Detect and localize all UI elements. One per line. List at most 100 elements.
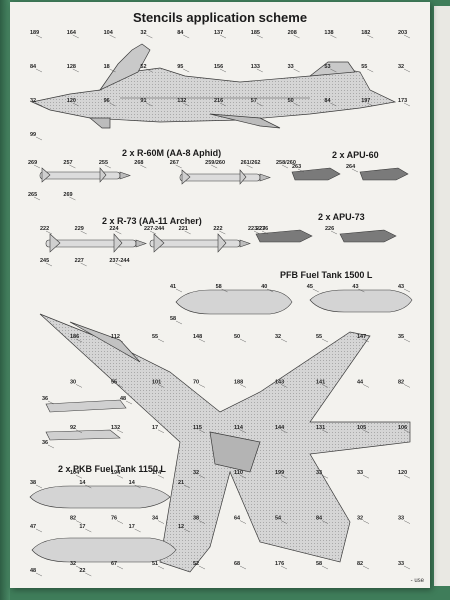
callout-number: 68 — [234, 561, 240, 567]
callout-leader — [362, 384, 370, 388]
callout-leader — [35, 102, 43, 107]
callout-leader — [321, 475, 329, 479]
callout-leader — [403, 338, 411, 343]
side-view-aircraft — [30, 43, 397, 129]
callout-number: 12 — [178, 524, 184, 530]
callout-number: 18 — [104, 64, 110, 70]
callout-leader — [198, 565, 206, 570]
callout-leader — [35, 484, 43, 489]
r73-missile-right — [149, 233, 251, 253]
callout-number: 64 — [234, 516, 241, 522]
callout-leader — [280, 429, 288, 433]
callout-leader — [35, 572, 43, 577]
callout-number: 264 — [346, 164, 356, 170]
callout-number: 84 — [30, 64, 37, 70]
callout-number: 38 — [30, 480, 36, 486]
callout-number: 32 — [357, 516, 363, 522]
callout-leader — [69, 196, 76, 201]
callout-leader — [403, 68, 411, 73]
callout-leader — [362, 520, 370, 524]
callout-number: 33 — [398, 516, 404, 522]
callout-number: 48 — [120, 396, 126, 402]
callout-leader — [219, 34, 227, 39]
callout-number: 33 — [357, 470, 363, 476]
callout-number: 255 — [99, 160, 108, 166]
callout-number: 17 — [152, 425, 158, 431]
callout-leader — [403, 475, 411, 479]
callout-leader — [85, 484, 92, 489]
section-label-pfb: PFB Fuel Tank 1500 L — [280, 270, 373, 280]
callout-leader — [280, 475, 288, 479]
callout-number: 229 — [75, 226, 84, 232]
callout-number: 21 — [178, 480, 184, 486]
callout-number: 33 — [398, 561, 404, 567]
callout-number: 131 — [316, 425, 325, 431]
callout-leader — [35, 68, 43, 73]
callout-leader — [109, 34, 116, 39]
callout-leader — [72, 102, 79, 107]
callout-number: 156 — [214, 64, 223, 70]
callout-leader — [75, 475, 83, 479]
callout-number: 82 — [70, 516, 76, 522]
callout-number: 95 — [177, 64, 183, 70]
callout-number: 41 — [170, 284, 176, 290]
callout-number: 132 — [111, 425, 120, 431]
callout-leader — [211, 164, 218, 169]
callout-number: 176 — [275, 561, 284, 567]
callout-leader — [358, 288, 365, 293]
callout-number: 263 — [292, 164, 301, 170]
callout-leader — [175, 288, 183, 293]
callout-number: 182 — [361, 30, 370, 36]
callout-leader — [351, 168, 359, 173]
callout-leader — [134, 484, 141, 489]
callout-leader — [47, 444, 55, 449]
callout-leader — [183, 34, 190, 39]
callout-number: 120 — [67, 98, 76, 104]
callout-leader — [146, 68, 153, 73]
callout-number: 128 — [67, 64, 76, 70]
callout-number: 258/260 — [276, 160, 296, 166]
callout-number: 245 — [40, 258, 49, 264]
callout-number: 137 — [214, 30, 223, 36]
callout-leader — [35, 136, 43, 141]
callout-leader — [280, 338, 288, 343]
callout-leader — [267, 288, 274, 293]
callout-number: 84 — [177, 30, 184, 36]
callout-leader — [80, 262, 87, 267]
callout-leader — [367, 102, 374, 107]
callout-leader — [109, 68, 116, 73]
callout-leader — [115, 230, 122, 235]
callout-leader — [75, 384, 83, 388]
callout-leader — [293, 34, 300, 39]
callout-leader — [116, 338, 124, 343]
callout-leader — [109, 102, 116, 107]
r60m-missile-left — [39, 167, 131, 183]
callout-leader — [239, 565, 247, 570]
callout-number: 114 — [234, 425, 244, 431]
page-binding — [0, 0, 10, 600]
callout-leader — [198, 429, 206, 433]
callout-number: 216 — [214, 98, 223, 104]
callout-leader — [183, 528, 191, 533]
callout-leader — [312, 288, 319, 293]
pfb-fuel-tank — [175, 289, 413, 315]
apu60-launchers — [291, 167, 409, 181]
callout-leader — [280, 384, 288, 388]
callout-leader — [219, 230, 226, 235]
callout-leader — [85, 528, 92, 533]
callout-leader — [293, 68, 300, 73]
callout-number: 44 — [357, 379, 364, 385]
callout-leader — [219, 102, 227, 107]
callout-number: 133 — [251, 64, 260, 70]
callout-number: 92 — [70, 425, 76, 431]
callout-leader — [403, 520, 411, 524]
callout-number: 14 — [79, 480, 86, 486]
callout-leader — [104, 164, 111, 169]
callout-leader — [256, 34, 263, 39]
callout-number: 51 — [152, 561, 158, 567]
callout-number: 186 — [70, 334, 79, 340]
callout-number: 268 — [134, 160, 143, 166]
callout-number: 96 — [104, 98, 110, 104]
callout-number: 174 — [152, 470, 162, 476]
callout-leader — [157, 475, 165, 479]
